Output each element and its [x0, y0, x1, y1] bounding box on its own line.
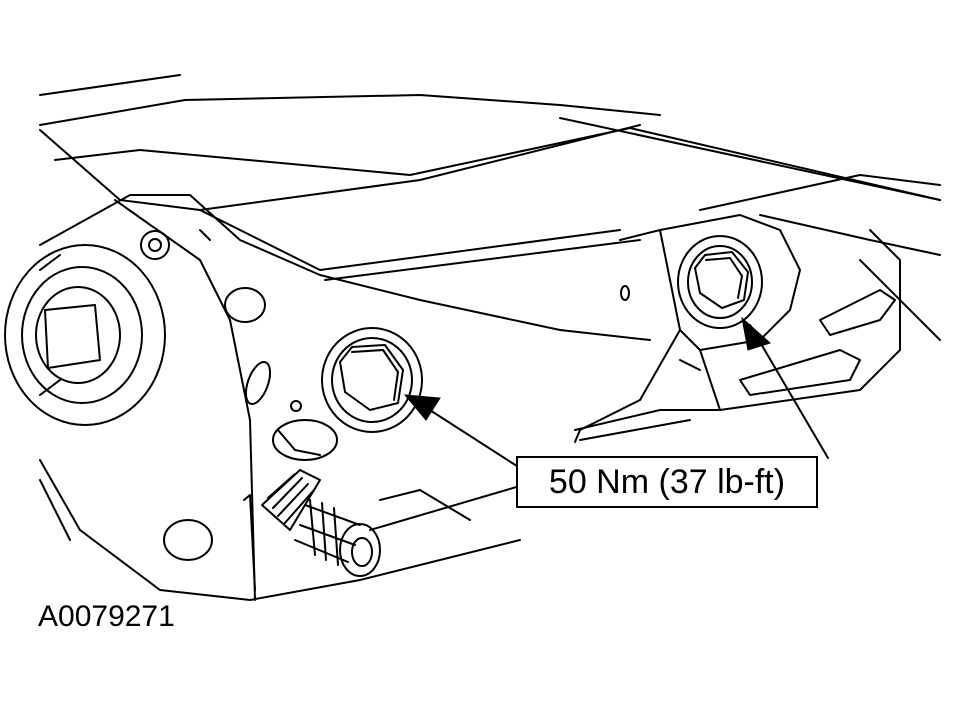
figure-id: A0079271: [38, 600, 175, 633]
callout-leaders: [369, 324, 829, 531]
bolt-left: [321, 327, 423, 433]
seat-frame-upper: [39, 74, 941, 341]
arrow-right-bolt: [741, 316, 771, 351]
splined-shaft: [243, 469, 471, 591]
recliner-plate: [39, 194, 651, 601]
plate-holes: [140, 230, 630, 561]
arrow-left-bolt: [403, 394, 441, 421]
torque-callout: 50 Nm (37 lb-ft): [516, 456, 818, 508]
torque-callout-text: 50 Nm (37 lb-ft): [548, 462, 786, 501]
pivot-hub: [4, 244, 166, 426]
seat-track-bracket: [574, 214, 901, 443]
bolt-right: [677, 235, 763, 329]
